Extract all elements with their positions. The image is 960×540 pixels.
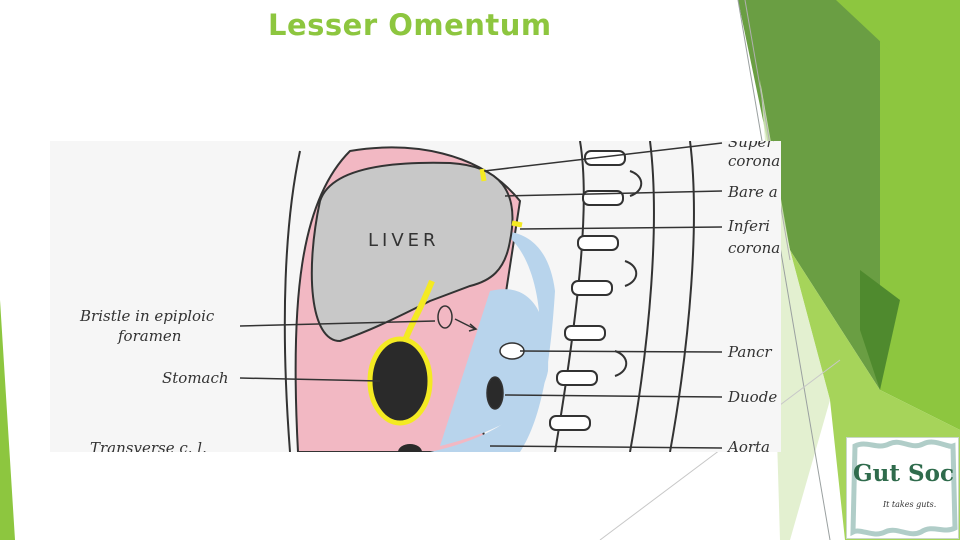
logo-title: Gut Soc (853, 460, 954, 487)
liver-shape (310, 161, 514, 343)
label-inferior-coronary-1: Inferi (727, 217, 770, 235)
vertebral-column (549, 141, 695, 452)
label-superior-coronary-2: corona (728, 152, 780, 170)
label-bristle-line2: foramen (117, 327, 181, 345)
label-stomach: Stomach (162, 369, 229, 387)
intestine-outline-icon (850, 439, 958, 537)
label-duodenum: Duode (727, 388, 777, 406)
label-bristle-line1: Bristle in epiploic (79, 307, 215, 325)
label-pancreas: Pancr (727, 343, 772, 361)
label-superior-coronary-1: Super (728, 141, 774, 151)
gut-soc-logo: Gut Soc It takes guts. (846, 437, 959, 539)
label-transverse: Transverse c. l. (90, 439, 207, 452)
body-wall-line (283, 150, 301, 452)
liver-label: LIVER (368, 230, 440, 251)
label-bare-area: Bare a (727, 183, 778, 201)
logo-tagline: It takes guts. (883, 500, 937, 509)
lesser-omentum-band (402, 279, 435, 342)
anatomy-diagram: LIVER (50, 141, 781, 452)
slide-title: Lesser Omentum (268, 8, 552, 42)
label-aorta: Aorta (726, 438, 770, 452)
label-inferior-coronary-2: corona (728, 239, 780, 257)
